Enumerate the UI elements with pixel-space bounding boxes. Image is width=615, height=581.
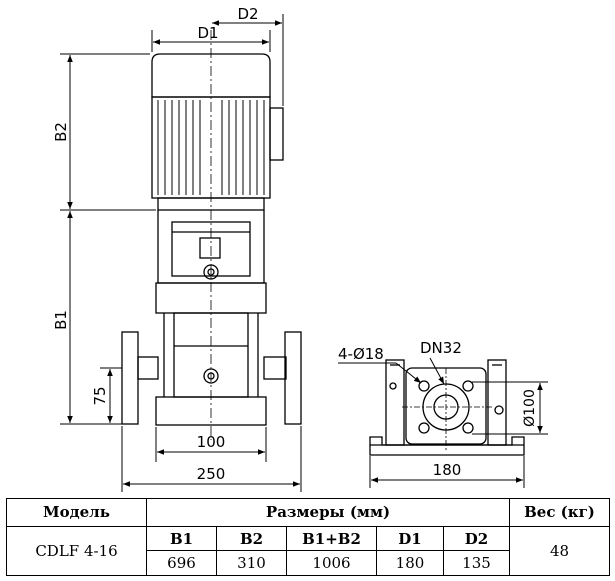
dim-100-label: 100 bbox=[197, 433, 226, 451]
value-d1: 180 bbox=[376, 550, 444, 576]
terminal-box bbox=[269, 107, 284, 161]
weight-header: Вес (кг) bbox=[509, 498, 610, 527]
bolt-hole bbox=[418, 422, 430, 434]
pump-drawing: D1 D2 B2 B1 75 100 250 bbox=[52, 5, 548, 492]
dn-label: DN32 bbox=[420, 339, 462, 357]
weight-cell: 48 bbox=[509, 525, 610, 577]
front-dimensions bbox=[60, 14, 302, 492]
value-d2: 135 bbox=[443, 550, 510, 576]
dim-180-label: 180 bbox=[433, 461, 462, 479]
motor-top-cover bbox=[151, 53, 271, 98]
column-header-d1: D1 bbox=[376, 525, 444, 552]
front-view bbox=[121, 53, 302, 426]
column-header-b2: B2 bbox=[216, 525, 287, 552]
holes-label: 4-Ø18 bbox=[338, 345, 384, 363]
model-cell: CDLF 4-16 bbox=[6, 525, 147, 577]
outlet-flange bbox=[284, 331, 302, 425]
dim-d2-label: D2 bbox=[237, 5, 258, 23]
bolt-hole bbox=[462, 380, 474, 392]
dim-75-label: 75 bbox=[91, 386, 109, 405]
dim-b1-label: B1 bbox=[52, 310, 70, 330]
dim-dia100-label: Ø100 bbox=[522, 389, 538, 427]
inlet-flange bbox=[121, 331, 139, 425]
value-b1: 696 bbox=[146, 550, 217, 576]
column-header-d2: D2 bbox=[443, 525, 510, 552]
column-header-b1-b2: B1+B2 bbox=[286, 525, 377, 552]
column-header-b1: B1 bbox=[146, 525, 217, 552]
value-b1-b2: 1006 bbox=[286, 550, 377, 576]
dim-b2-label: B2 bbox=[52, 122, 70, 142]
base-plate bbox=[369, 436, 525, 456]
motor-fins bbox=[157, 100, 265, 195]
bolt-hole bbox=[418, 380, 430, 392]
dim-d1-label: D1 bbox=[197, 24, 218, 42]
bolt-hole bbox=[462, 422, 474, 434]
dim-250-label: 250 bbox=[197, 465, 226, 483]
spec-table: Модель Размеры (мм) Вес (кг) CDLF 4-16 B… bbox=[6, 498, 610, 577]
model-header: Модель bbox=[6, 498, 147, 527]
base-dimensions bbox=[338, 357, 548, 488]
base-view bbox=[369, 359, 525, 456]
value-b2: 310 bbox=[216, 550, 287, 576]
dimensions-header: Размеры (мм) bbox=[146, 498, 510, 527]
